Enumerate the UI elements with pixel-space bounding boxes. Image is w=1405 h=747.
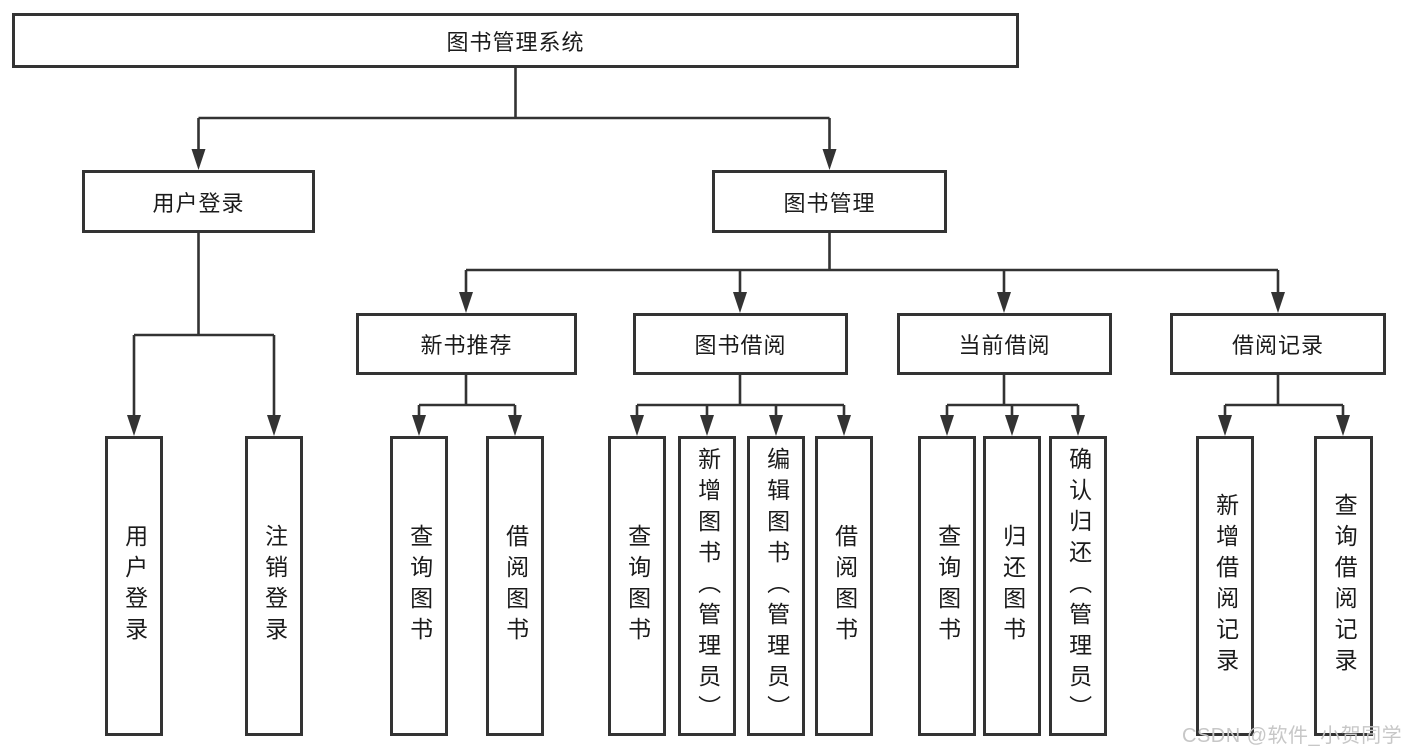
node-current-borrowing-label: 当前借阅 xyxy=(958,333,1051,358)
leaf-user-login: 用户登录 xyxy=(105,436,163,736)
leaf-borrow-books-recommend: 借阅图书 xyxy=(486,436,544,736)
leaf-edit-book-admin-label: 编辑图书（管理员） xyxy=(763,446,790,726)
leaf-query-borrow-record-label: 查询借阅记录 xyxy=(1331,493,1358,679)
leaf-logout: 注销登录 xyxy=(245,436,303,736)
node-current-borrowing: 当前借阅 xyxy=(897,313,1112,375)
leaf-query-books-current-label: 查询图书 xyxy=(934,524,961,648)
leaf-borrow-books-borrowing: 借阅图书 xyxy=(815,436,873,736)
node-book-management-label: 图书管理 xyxy=(783,190,876,216)
leaf-add-borrow-record-label: 新增借阅记录 xyxy=(1212,493,1239,679)
leaf-confirm-return-admin: 确认归还（管理员） xyxy=(1049,436,1107,736)
node-borrowing-records-label: 借阅记录 xyxy=(1231,333,1324,358)
node-borrowing-records: 借阅记录 xyxy=(1170,313,1386,375)
node-root-label: 图书管理系统 xyxy=(446,29,585,55)
leaf-query-books-recommend: 查询图书 xyxy=(390,436,448,736)
leaf-return-books-label: 归还图书 xyxy=(999,524,1026,648)
node-new-book-recommend-label: 新书推荐 xyxy=(420,333,513,358)
leaf-logout-label: 注销登录 xyxy=(261,524,288,648)
node-book-borrowing-label: 图书借阅 xyxy=(694,333,787,358)
node-book-management: 图书管理 xyxy=(712,170,947,233)
leaf-query-books-borrowing-label: 查询图书 xyxy=(624,524,651,648)
leaf-user-login-label: 用户登录 xyxy=(121,524,148,648)
leaf-add-book-admin-label: 新增图书（管理员） xyxy=(694,446,721,726)
leaf-add-borrow-record: 新增借阅记录 xyxy=(1196,436,1254,736)
leaf-query-books-current: 查询图书 xyxy=(918,436,976,736)
node-root-system: 图书管理系统 xyxy=(12,13,1019,68)
leaf-confirm-return-admin-label: 确认归还（管理员） xyxy=(1065,446,1092,726)
node-new-book-recommend: 新书推荐 xyxy=(356,313,577,375)
leaf-query-books-recommend-label: 查询图书 xyxy=(406,524,433,648)
node-book-borrowing: 图书借阅 xyxy=(633,313,848,375)
leaf-query-books-borrowing: 查询图书 xyxy=(608,436,666,736)
leaf-add-book-admin: 新增图书（管理员） xyxy=(678,436,736,736)
csdn-watermark: CSDN @软件_小贺同学 xyxy=(1182,725,1403,747)
leaf-borrow-books-recommend-label: 借阅图书 xyxy=(502,524,529,648)
node-user-login-label: 用户登录 xyxy=(152,190,245,216)
leaf-query-borrow-record: 查询借阅记录 xyxy=(1314,436,1373,736)
node-user-login: 用户登录 xyxy=(82,170,315,233)
leaf-return-books: 归还图书 xyxy=(983,436,1041,736)
leaf-edit-book-admin: 编辑图书（管理员） xyxy=(747,436,805,736)
leaf-borrow-books-borrowing-label: 借阅图书 xyxy=(831,524,858,648)
arrowheads xyxy=(127,149,1350,436)
